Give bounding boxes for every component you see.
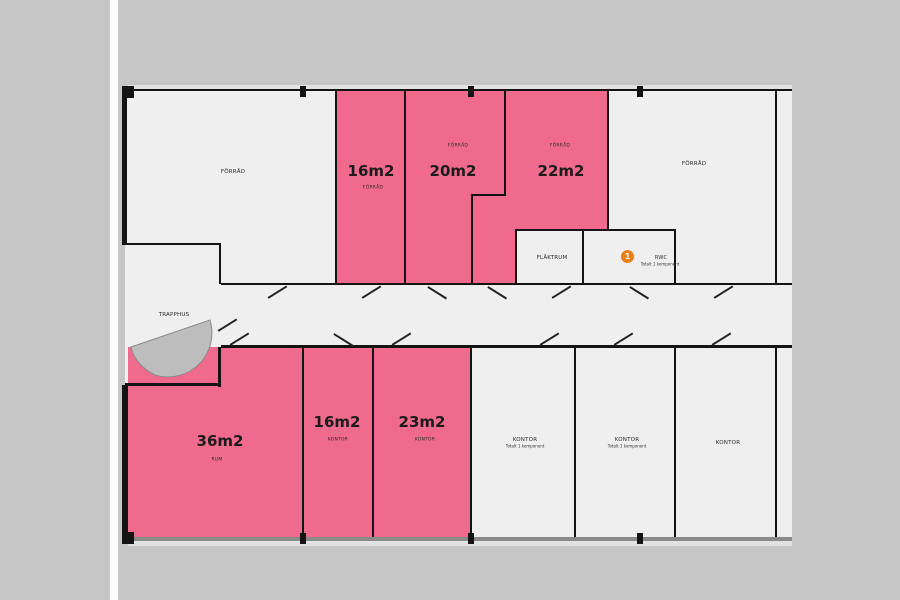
post-bottom-2 bbox=[468, 533, 474, 544]
post-corner-tl bbox=[122, 86, 134, 98]
wall-v-405 bbox=[404, 91, 406, 284]
label-office-3: KONTOR bbox=[715, 440, 741, 446]
wall-v-336 bbox=[335, 91, 337, 284]
outer-border-left bbox=[0, 0, 110, 600]
label-pink-16-bottom: KONTOR bbox=[327, 437, 349, 443]
label-pink-20-top: FÖRRÅD bbox=[447, 143, 469, 149]
outer-border-left-gap bbox=[110, 0, 118, 600]
post-top-2 bbox=[468, 86, 474, 97]
outer-border-left-strip bbox=[118, 0, 128, 600]
room-office-3[interactable] bbox=[675, 347, 792, 537]
wall-v-776 bbox=[775, 91, 777, 284]
wall-v-373 bbox=[372, 347, 374, 537]
wall-v-675 bbox=[674, 347, 676, 537]
post-corner-bl bbox=[122, 532, 134, 544]
wall-stair-right-lower bbox=[218, 347, 221, 387]
label-pink-23-bottom: KONTOR bbox=[414, 437, 436, 443]
wall-h-195 bbox=[472, 194, 506, 196]
wall-v-608 bbox=[607, 91, 609, 230]
area-pink-16-top: 16m2 bbox=[347, 162, 395, 180]
post-top-1 bbox=[300, 86, 306, 97]
stair-curve bbox=[130, 319, 213, 378]
wall-bottom bbox=[122, 537, 792, 541]
area-pink-23-bottom: 23m2 bbox=[398, 413, 446, 431]
wall-v-516 bbox=[515, 229, 517, 284]
post-top-3 bbox=[637, 86, 643, 97]
wall-v-303 bbox=[302, 347, 304, 537]
wall-stair-right-upper bbox=[219, 243, 221, 284]
area-pink-36-bottom: 36m2 bbox=[196, 432, 244, 450]
room-pink-22-top[interactable] bbox=[505, 91, 608, 230]
area-pink-22-top: 22m2 bbox=[537, 162, 585, 180]
label-pink-22-top: FÖRRÅD bbox=[549, 143, 571, 149]
area-pink-16-bottom: 16m2 bbox=[313, 413, 361, 431]
room-office-1[interactable] bbox=[471, 347, 575, 537]
label-pink-36-bottom: RUM bbox=[211, 457, 223, 463]
room-pink-36-bottom-upper bbox=[219, 347, 303, 387]
wall-corridor-top bbox=[221, 283, 792, 285]
wall-v-675-upper bbox=[674, 229, 676, 284]
outer-band-bottom bbox=[128, 546, 792, 600]
label-store-right: FÖRRÅD bbox=[681, 161, 707, 167]
wall-corridor-bottom bbox=[221, 345, 792, 348]
post-bottom-3 bbox=[637, 533, 643, 544]
wall-v-575 bbox=[574, 347, 576, 537]
wall-stair-bottom bbox=[125, 383, 221, 386]
label-pink-16-top: FÖRRÅD bbox=[362, 185, 384, 191]
wall-v-472 bbox=[471, 194, 473, 284]
outer-band-top-edge bbox=[128, 85, 792, 89]
label-store-left: FÖRRÅD bbox=[220, 169, 246, 175]
room-pink-16-top[interactable] bbox=[336, 91, 405, 284]
label-wc: RWC bbox=[654, 255, 668, 261]
post-bottom-1 bbox=[300, 533, 306, 544]
sub-office-1: Totalt 1 komponent bbox=[505, 443, 545, 449]
outer-band-top bbox=[128, 0, 792, 85]
label-office-1: KONTOR bbox=[512, 437, 538, 443]
room-pink-23-bottom[interactable] bbox=[373, 347, 471, 537]
wall-left-upper bbox=[122, 89, 127, 245]
label-stairwell: TRAPPHUS bbox=[158, 312, 190, 318]
room-pink-16-bottom[interactable] bbox=[303, 347, 373, 537]
area-pink-20-top: 20m2 bbox=[429, 162, 477, 180]
sub-wc: Totalt 1 komponent bbox=[640, 261, 680, 267]
count-badge[interactable]: 1 bbox=[621, 250, 634, 263]
wall-h-230 bbox=[516, 229, 676, 231]
wall-top bbox=[122, 89, 792, 91]
outer-band-bottom-edge bbox=[128, 541, 792, 546]
wall-v-505 bbox=[504, 91, 506, 195]
corridor bbox=[219, 284, 792, 347]
room-fan[interactable] bbox=[516, 230, 583, 284]
wall-v-471 bbox=[470, 347, 472, 537]
wall-v-583 bbox=[582, 229, 584, 284]
outer-border-right bbox=[792, 0, 900, 600]
sub-office-2: Totalt 1 komponent bbox=[607, 443, 647, 449]
label-office-2: KONTOR bbox=[614, 437, 640, 443]
room-office-2[interactable] bbox=[575, 347, 675, 537]
label-fan-room: FLÄKTRUM bbox=[536, 255, 568, 261]
room-pink-22-top-lower bbox=[472, 195, 516, 284]
wall-stair-top bbox=[125, 243, 221, 245]
wall-left-lower bbox=[122, 385, 128, 540]
wall-v-776-lower bbox=[775, 347, 777, 537]
